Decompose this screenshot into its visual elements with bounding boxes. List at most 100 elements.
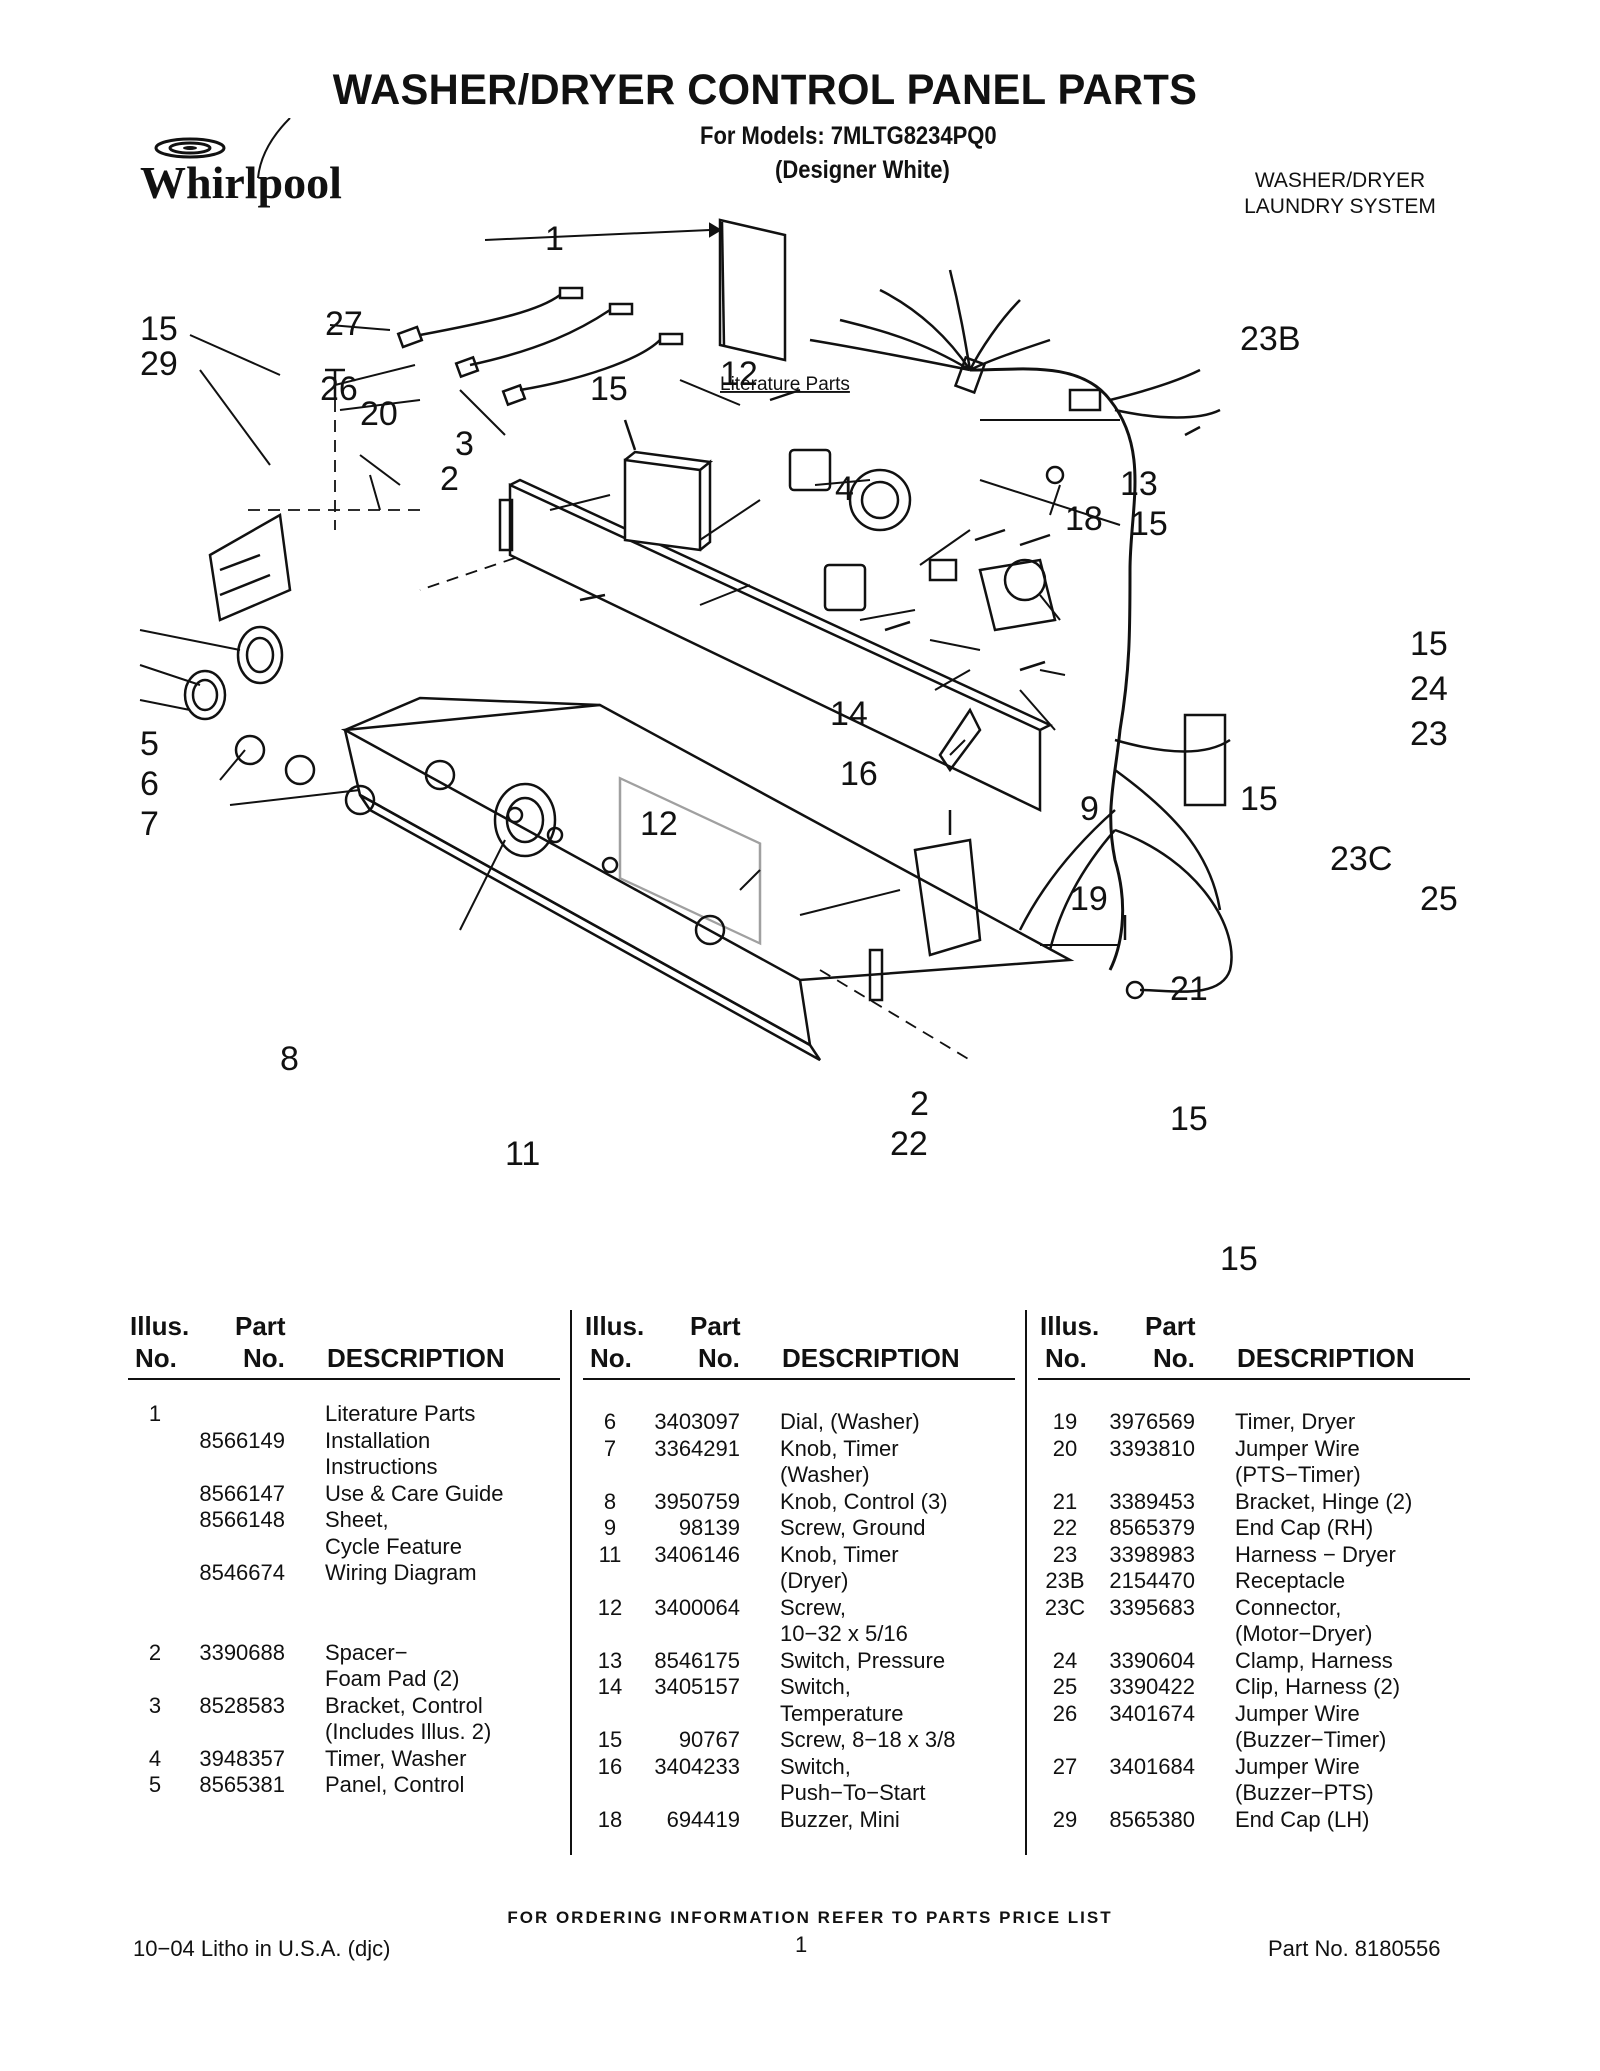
header-text: Illus. — [1040, 1311, 1100, 1341]
part-number: 3976569 — [1109, 1409, 1195, 1434]
callout: 15 — [1220, 1240, 1258, 1278]
part-description: Jumper Wire — [1235, 1700, 1360, 1726]
callout: 1 — [545, 220, 564, 258]
part-description: Knob, Timer — [780, 1541, 899, 1567]
header-text: No. — [1045, 1343, 1087, 1373]
part-description: Sheet, — [325, 1507, 389, 1532]
part-description: Cycle Feature — [325, 1533, 462, 1559]
system-line-1: WASHER/DRYER — [1254, 169, 1426, 192]
header-desc: DESCRIPTION — [327, 1343, 505, 1373]
part-description: (PTS−Timer) — [1235, 1462, 1361, 1487]
whirlpool-logo: Whirlpool — [140, 118, 342, 208]
callout: 15 — [140, 310, 178, 348]
callout: 5 — [140, 725, 159, 763]
part-description: Dial, (Washer) — [780, 1409, 920, 1434]
part-description: Jumper Wire — [1235, 1435, 1360, 1461]
page-number: 1 — [795, 1932, 808, 1957]
part-description: Receptacle — [1235, 1568, 1346, 1593]
callout: 12 — [640, 805, 678, 843]
header-text: Part — [235, 1311, 286, 1341]
illus-number: 5 — [148, 1772, 162, 1797]
part-description: (Motor−Dryer) — [1235, 1621, 1373, 1646]
callout: 2 — [440, 460, 459, 498]
part-number: 8566149 — [199, 1427, 285, 1453]
header-illus: Illus. No. — [1040, 1310, 1099, 1374]
part-number: 3398983 — [1109, 1541, 1195, 1567]
callout: 27 — [325, 305, 363, 343]
part-number: 3948357 — [199, 1745, 285, 1771]
part-number: 98139 — [678, 1515, 740, 1540]
illus-number: 24 — [1052, 1647, 1078, 1673]
illus-number: 25 — [1052, 1674, 1078, 1699]
exploded-parts-diagram: Literature Parts 1 27 26 20 15 29 15 12 … — [139, 218, 1458, 1278]
illus-number: 13 — [597, 1647, 623, 1673]
callout: 8 — [280, 1040, 299, 1078]
part-description: Bracket, Hinge (2) — [1235, 1488, 1413, 1514]
part-description: Screw, Ground — [780, 1515, 926, 1540]
illus-number: 23C — [1044, 1594, 1086, 1620]
callout: 4 — [835, 470, 854, 508]
models-line: For Models: 7MLTG8234PQ0 — [700, 122, 997, 150]
part-description: Switch, — [780, 1753, 851, 1779]
part-number: 3405157 — [654, 1674, 740, 1699]
part-description: Installation — [325, 1427, 431, 1453]
part-number: 3390422 — [1109, 1674, 1195, 1699]
callout: 2 — [910, 1085, 929, 1123]
illus-number: 29 — [1052, 1806, 1078, 1832]
system-label: WASHER/DRYER LAUNDRY SYSTEM — [1220, 168, 1460, 220]
part-description: Clamp, Harness — [1235, 1647, 1393, 1673]
part-description: Connector, — [1235, 1594, 1342, 1620]
illus-number: 18 — [597, 1806, 623, 1832]
part-description: Literature Parts — [325, 1401, 476, 1426]
part-number: 3400064 — [654, 1594, 740, 1620]
column-divider — [1025, 1310, 1027, 1855]
illus-number: 16 — [597, 1753, 623, 1779]
callout: 20 — [360, 395, 398, 433]
header-text: No. — [698, 1343, 740, 1373]
part-description: Spacer− — [325, 1639, 408, 1665]
callout: 23C — [1330, 840, 1392, 878]
illus-number: 6 — [603, 1409, 617, 1434]
part-number: 3389453 — [1109, 1488, 1195, 1514]
part-description: 10−32 x 5/16 — [780, 1621, 908, 1646]
part-description: Jumper Wire — [1235, 1753, 1360, 1779]
illus-number: 23B — [1045, 1568, 1085, 1593]
illus-number: 22 — [1052, 1515, 1078, 1540]
callout: 21 — [1170, 970, 1208, 1008]
part-number: 3390604 — [1109, 1647, 1195, 1673]
callout: 11 — [505, 1135, 540, 1173]
callout: 16 — [840, 755, 878, 793]
part-number: 694419 — [666, 1806, 740, 1832]
part-number: 8566147 — [199, 1480, 285, 1506]
part-description: (Buzzer−PTS) — [1235, 1780, 1374, 1805]
ordering-note: FOR ORDERING INFORMATION REFER TO PARTS … — [507, 1908, 1113, 1927]
illus-number: 8 — [603, 1488, 617, 1514]
callout: 18 — [1065, 500, 1103, 538]
illus-number: 9 — [603, 1515, 617, 1540]
illus-number: 4 — [148, 1745, 162, 1771]
header-illus: Illus. No. — [130, 1310, 189, 1374]
part-description: (Washer) — [780, 1462, 870, 1487]
part-description: Buzzer, Mini — [780, 1806, 900, 1832]
header-text: No. — [1153, 1343, 1195, 1373]
literature-booklet — [718, 218, 787, 362]
variant-line: (Designer White) — [775, 156, 950, 184]
header-illus: Illus. No. — [585, 1310, 644, 1374]
illus-number: 15 — [597, 1727, 623, 1752]
page-title: WASHER/DRYER CONTROL PANEL PARTS — [332, 66, 1198, 114]
illus-number: 11 — [598, 1541, 622, 1567]
part-description: Wiring Diagram — [325, 1560, 477, 1585]
callout: 25 — [1420, 880, 1458, 918]
part-description: Bracket, Control — [325, 1692, 483, 1718]
callout-labels: 1 27 26 20 15 29 15 12 3 2 4 13 18 15 23… — [140, 220, 1458, 1278]
callout: 14 — [830, 695, 868, 733]
illus-number: 19 — [1052, 1409, 1078, 1434]
part-number: 3401684 — [1109, 1753, 1195, 1779]
illus-number: 3 — [148, 1692, 162, 1718]
header-text: Illus. — [130, 1311, 190, 1341]
literature-parts-label: Literature Parts — [720, 374, 850, 395]
part-number: 3404233 — [654, 1753, 740, 1779]
header-text: Part — [690, 1311, 741, 1341]
part-description: Push−To−Start — [780, 1780, 926, 1805]
part-number: 3403097 — [654, 1409, 740, 1434]
